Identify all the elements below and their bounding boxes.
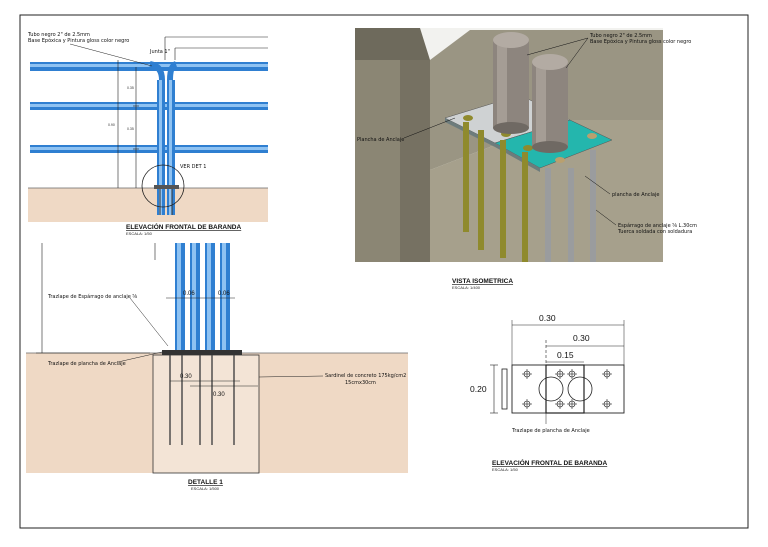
detail-callout-circle [141,164,185,208]
plate-plan-view: 0.30 0.30 0.15 0.20 Trazlape de plancha … [470,313,625,472]
horizontal-rails [30,62,268,153]
elevation-top-view: VER DET 1 0.35 0.35 0.90 Tubo negro 2" d… [27,32,268,236]
elevation-top-scale: ESCALA: 1/50 [126,231,153,236]
dim-total: 0.90 [108,123,115,127]
pipe-note-1: Tubo negro 2" de 2.5mm [27,32,90,38]
plate-scale: ESCALA: 1/50 [492,467,519,472]
plate-dim-mid: 0.15 [557,350,574,360]
detail-slab-note-1: Sardinel de concreto 175kg/cm2 [325,373,406,379]
soil-band [28,188,268,222]
iso-plate-note-right: plancha de Anclaje [612,192,659,198]
detail-tag: VER DET 1 [180,164,206,170]
detail-scale: ESCALA: 1/500 [191,486,220,491]
detail-anchor-rods [169,355,235,445]
elevation-top-title: ELEVACIÓN FRONTAL DE BARANDA [126,222,242,231]
plate-note: Trazlape de plancha de Anclaje [511,428,590,434]
iso-anchor-rods [463,122,596,262]
detail-dim-d: 0.30 [213,392,225,398]
iso-pipe-note-1: Tubo negro 2" de 2.5mm [589,33,652,39]
iso-scale: ESCALA: 1/400 [452,285,481,290]
elevation-dimensions: 0.35 0.35 0.90 [108,60,139,188]
detail-slab-note-2: 15cmx30cm [345,380,376,386]
iso-anchor-note-1: Espárrago de anclaje ⅝ L.30cm [618,222,697,229]
iso-plate-note-left: Plancha de Anclaje [357,137,404,143]
detail-plate-note: Trazlape de plancha de Anclaje [47,361,126,367]
iso-anchor-note-2: Tuerca soldada con soldadura [617,229,692,235]
concrete-curb [152,354,260,474]
iso-pipes [493,32,568,153]
detail-dim-c: 0.30 [180,374,192,380]
iso-title: VISTA ISOMETRICA [452,278,513,285]
detail-dim-a: 0.06 [183,291,195,297]
pipe-note-2: Base Epóxica y Pintura gloss color negro [28,37,129,44]
isometric-view: Tubo negro 2" de 2.5mm Base Epóxica y Pi… [355,28,697,290]
iso-pipe-note-2: Base Epóxica y Pintura gloss color negro [590,38,691,45]
plate-dim-half: 0.30 [573,333,590,343]
detail-anchor-note: Trazlape de Espárrago de anclaje ⅝ [47,293,137,300]
plate-title: ELEVACIÓN FRONTAL DE BARANDA [492,458,608,467]
detail-base-plate [162,350,242,355]
plate-bolt-marks [522,369,612,409]
dim-rail-2: 0.35 [127,127,134,131]
vertical-posts [149,61,178,215]
plate-dim-height: 0.20 [470,384,487,394]
detail-title: DETALLE 1 [188,479,223,486]
plate-dim-total: 0.30 [539,313,556,323]
joint-note: Junta 1" [149,49,170,55]
detail-1-view: 0.06 0.06 0.30 0.30 Trazlape de Espárrag… [26,243,408,491]
dim-rail-1: 0.35 [127,86,134,90]
detail-dim-b: 0.06 [218,291,230,297]
